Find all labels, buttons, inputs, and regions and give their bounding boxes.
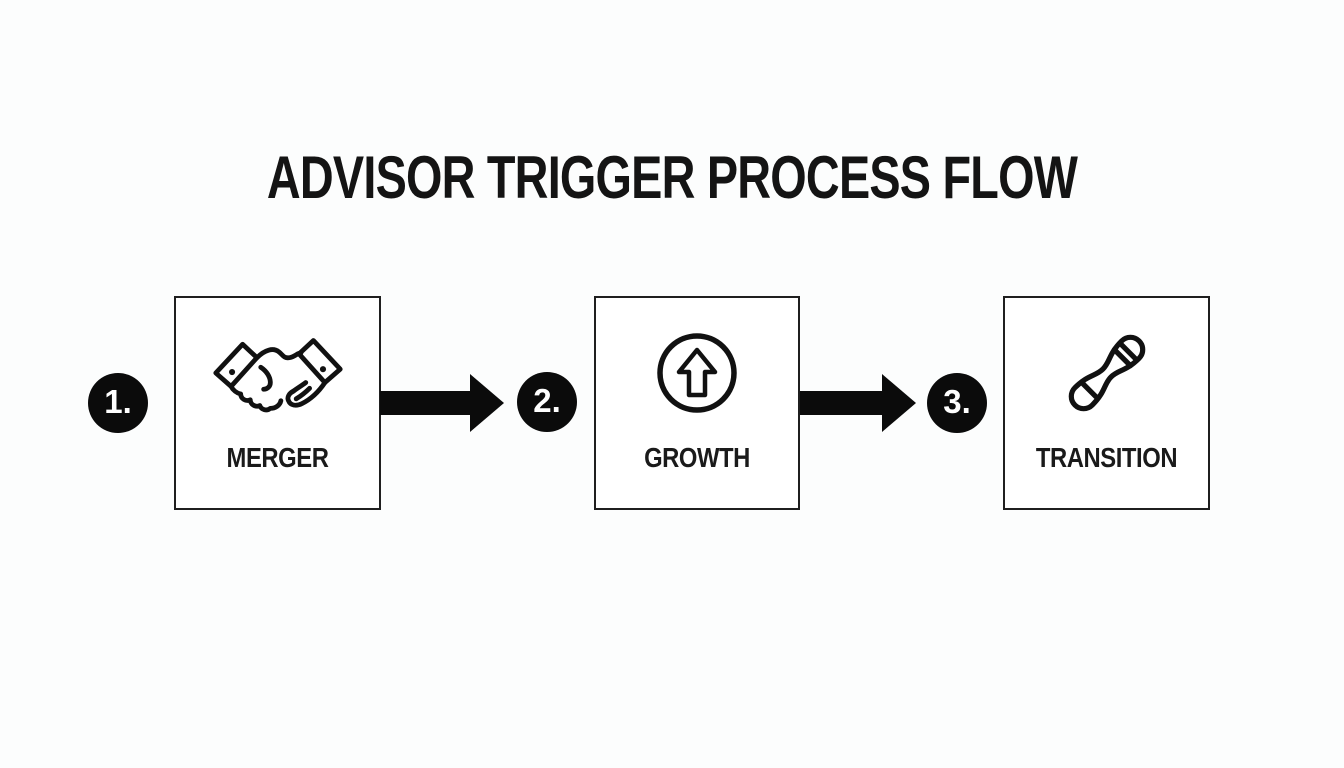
step-box-merger: MERGER <box>174 296 381 510</box>
flow-arrow-icon <box>800 374 916 432</box>
relay-baton-icon <box>1068 334 1145 412</box>
step-number-2: 2. <box>517 372 577 432</box>
step-label-growth: GROWTH <box>644 442 750 473</box>
step-label-transition: TRANSITION <box>1035 442 1178 473</box>
step-number-2-text: 2. <box>533 381 561 419</box>
step-box-transition: TRANSITION <box>1003 296 1210 510</box>
step-number-3: 3. <box>927 373 987 433</box>
handshake-icon <box>212 338 343 413</box>
step-box-growth: GROWTH <box>594 296 800 510</box>
step-number-3-text: 3. <box>943 382 971 420</box>
diagram-title: ADVISOR TRIGGER PROCESS FLOW <box>266 144 1078 211</box>
step-label-merger: MERGER <box>226 442 329 473</box>
flow-arrow-icon <box>380 374 504 432</box>
step-number-1: 1. <box>88 373 148 433</box>
growth-arrow-icon <box>657 333 737 413</box>
step-number-1-text: 1. <box>104 382 132 420</box>
